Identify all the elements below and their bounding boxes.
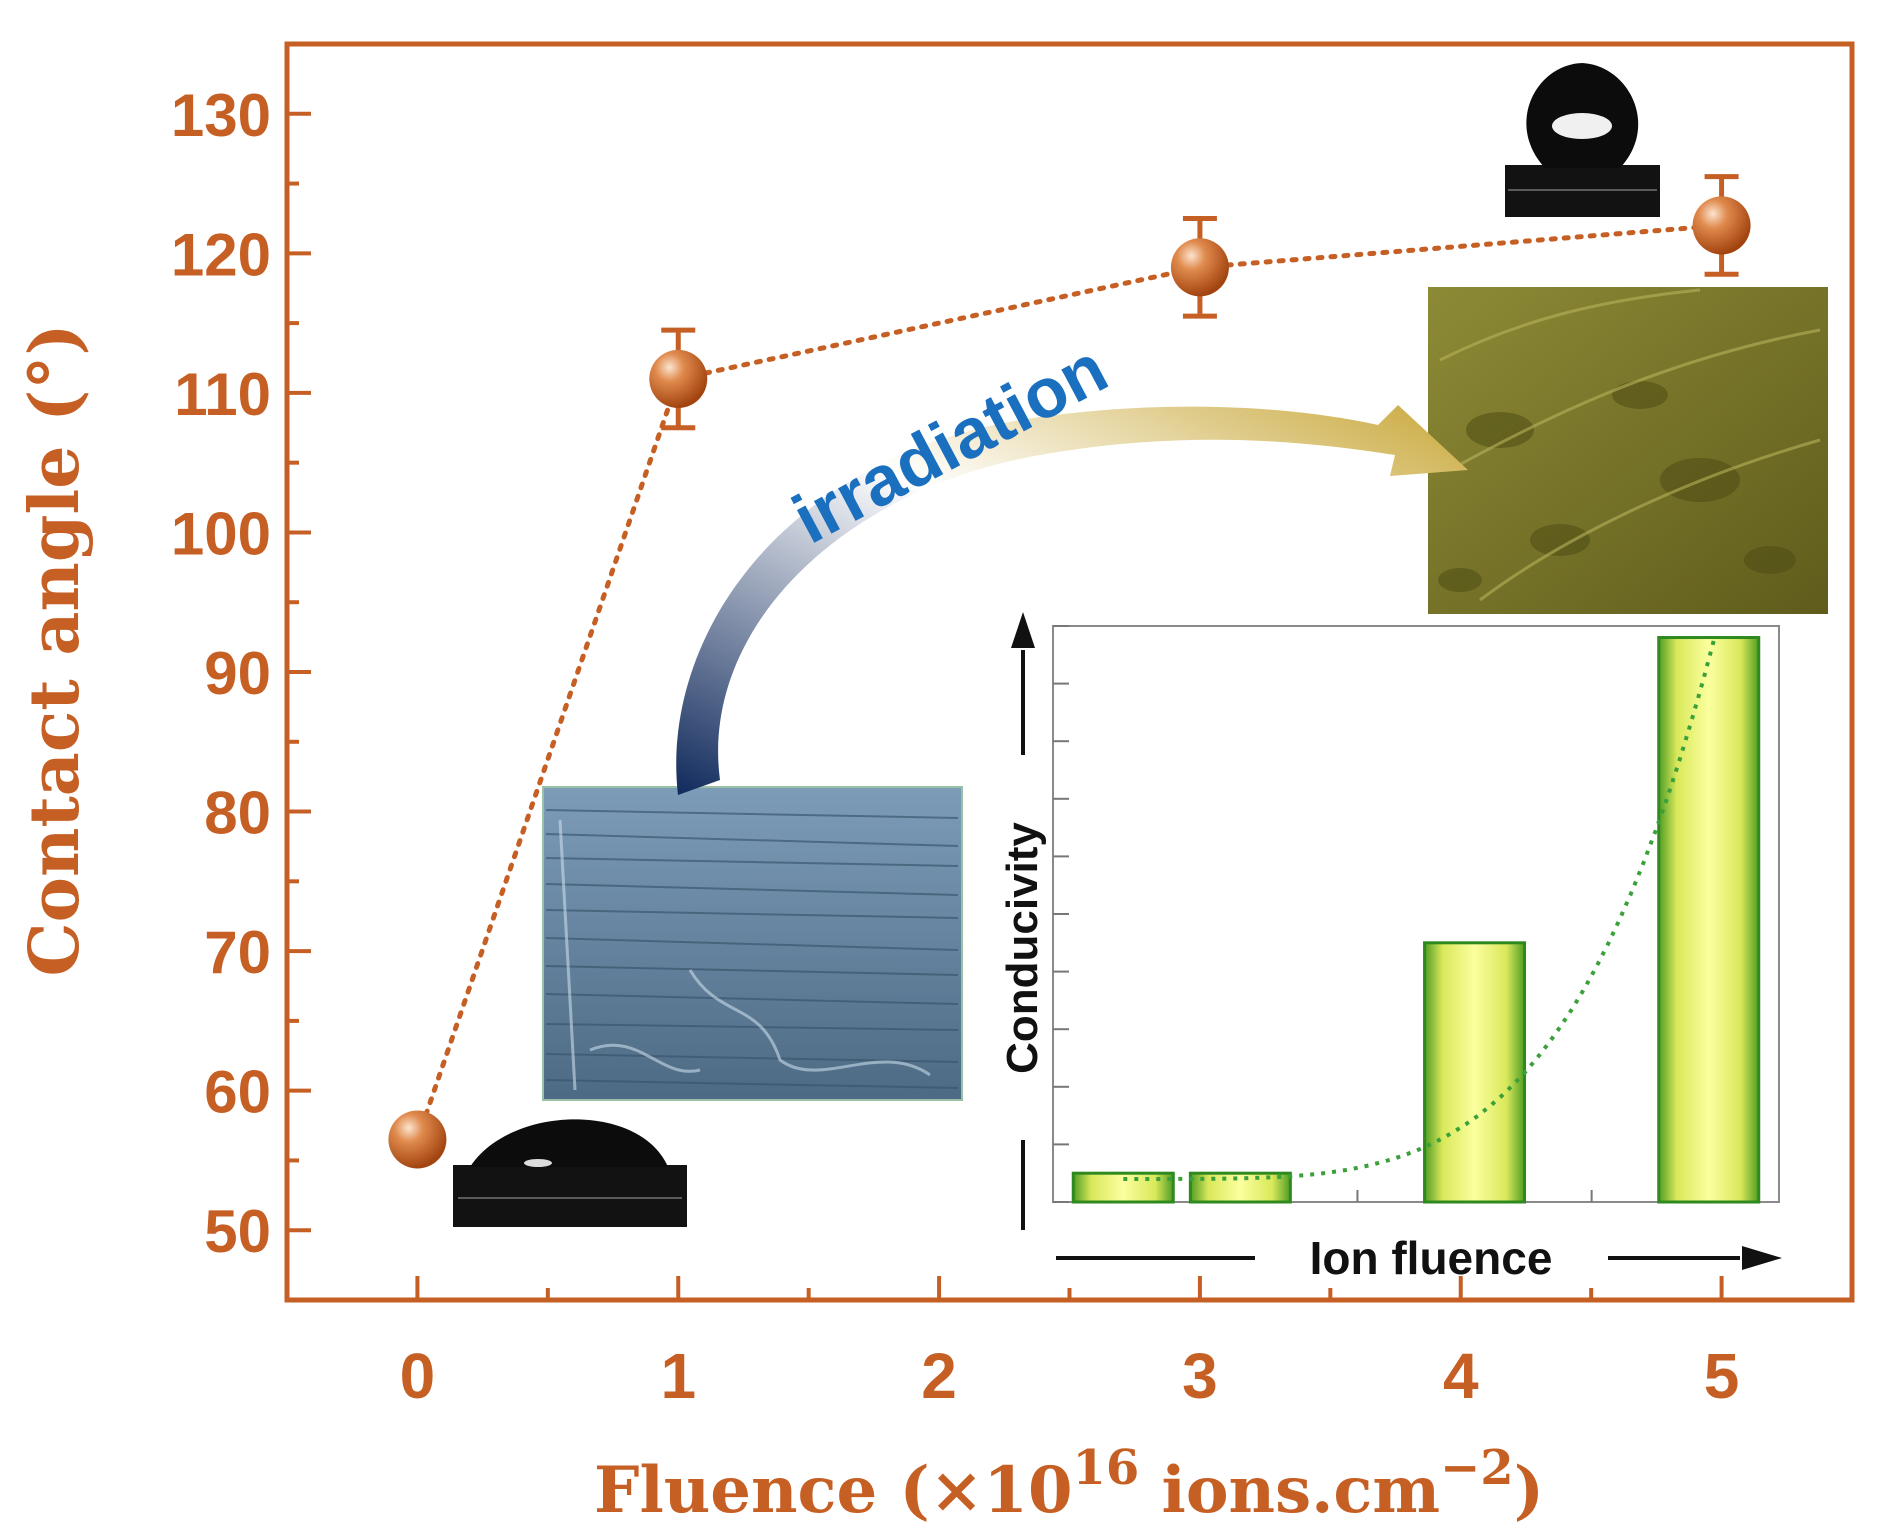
y-tick-label: 60: [204, 1059, 271, 1126]
x-axis-title-unit-exponent: −2: [1440, 1440, 1514, 1496]
irradiation-arrow: [676, 405, 1468, 795]
inset-bar: [1657, 636, 1761, 1204]
y-tick-label: 80: [204, 780, 271, 847]
inset-trend-curve: [1123, 636, 1717, 1181]
x-axis-title-unit: ions.cm: [1139, 1453, 1440, 1528]
y-tick-label: 70: [204, 919, 271, 986]
data-point: [649, 349, 708, 408]
y-axis: 50 60 70 80 90 100 110 120 130: [171, 82, 311, 1265]
y-tick-label: 50: [204, 1198, 271, 1265]
x-axis-title-main: Fluence (×10: [594, 1453, 1072, 1528]
x-tick-label: 2: [921, 1340, 957, 1412]
sem-image-pristine: [542, 786, 963, 1101]
y-tick-label: 130: [171, 82, 271, 149]
x-axis-title-exponent: 16: [1072, 1440, 1139, 1496]
x-axis: 0 1 2 3 4 5: [285, 1276, 1854, 1412]
y-tick-label: 120: [171, 221, 271, 288]
data-point: [1170, 238, 1229, 297]
y-axis-title: Contact angle (°): [15, 323, 95, 976]
inset-y-axis-title: Conducivity: [998, 822, 1047, 1074]
droplet-image-hydrophilic: [453, 1119, 687, 1227]
droplet-image-hydrophobic: [1505, 63, 1660, 217]
inset-y-arrow-head: [1011, 612, 1035, 648]
y-tick-label: 90: [204, 640, 271, 707]
x-axis-title: Fluence (×1016 ions.cm−2): [594, 1440, 1544, 1528]
inset-x-axis-title: Ion fluence: [1310, 1232, 1553, 1284]
sem-image-irradiated: [1428, 287, 1828, 614]
inset-conductivity-chart: Conducivity Ion fluence: [998, 612, 1783, 1284]
x-axis-title-close: ): [1514, 1453, 1544, 1528]
inset-bars: [1071, 636, 1761, 1204]
x-tick-label: 3: [1182, 1340, 1218, 1412]
y-tick-label: 100: [171, 500, 271, 567]
y-tick-label: 110: [174, 361, 271, 428]
contact-angle-series: [388, 174, 1751, 1169]
x-tick-label: 0: [400, 1340, 436, 1412]
data-point: [1692, 196, 1751, 255]
series-line: [414, 222, 1725, 1143]
x-tick-label: 4: [1443, 1340, 1479, 1412]
inset-x-arrow-head: [1742, 1246, 1782, 1270]
x-tick-label: 1: [660, 1340, 696, 1412]
inset-bar: [1423, 941, 1527, 1204]
data-point: [388, 1110, 447, 1169]
x-tick-label: 5: [1704, 1340, 1740, 1412]
inset-bar: [1188, 1171, 1292, 1204]
